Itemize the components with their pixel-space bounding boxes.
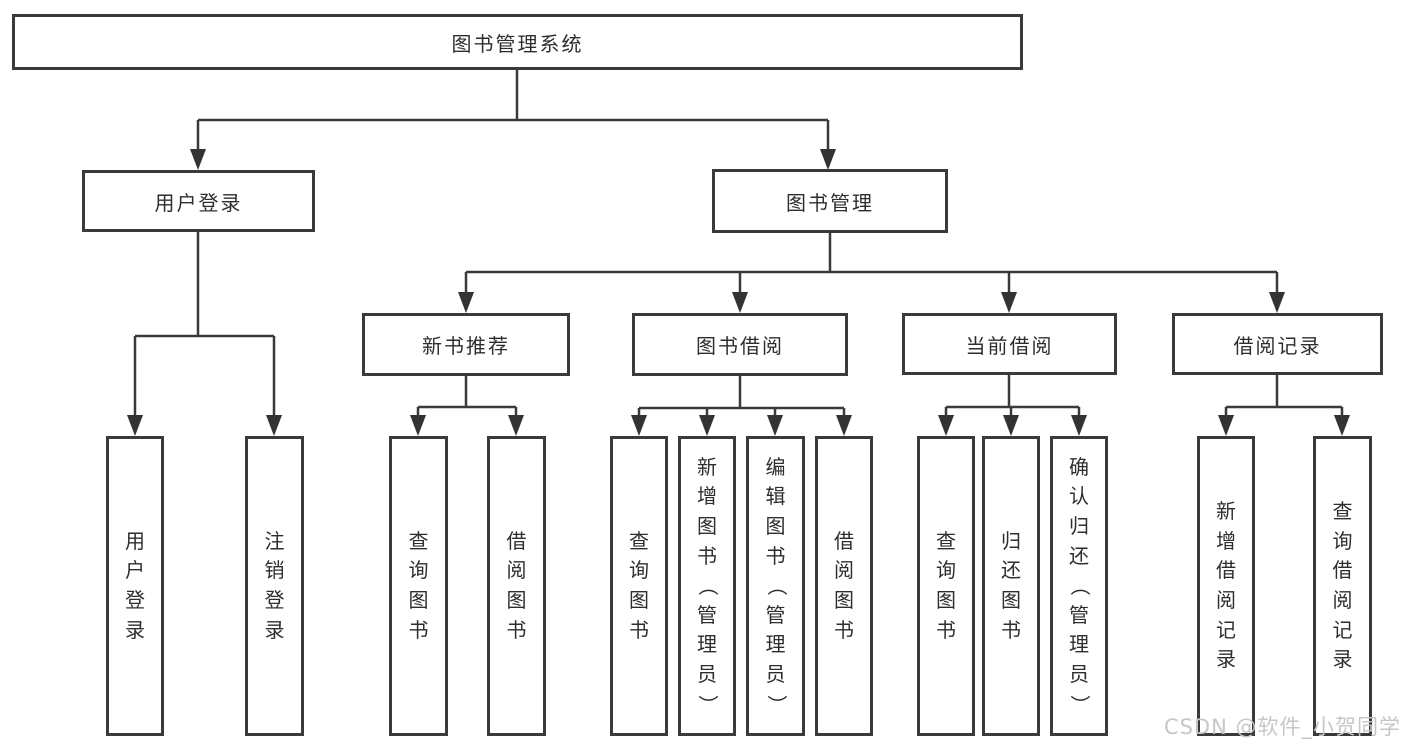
leaf-return-books: 归还图书 (982, 436, 1040, 736)
node-book-borrow: 图书借阅 (632, 313, 848, 376)
leaf-add-books-admin-label: 新增图书（管理员） (695, 454, 720, 715)
leaf-add-books-admin: 新增图书（管理员） (678, 436, 736, 736)
leaf-query-borrow-record: 查询借阅记录 (1313, 436, 1372, 736)
leaf-borrow-books-label: 借阅图书 (834, 528, 854, 642)
node-root-label: 图书管理系统 (451, 31, 584, 56)
leaf-logout: 注销登录 (245, 436, 304, 736)
node-borrow-records-label: 借阅记录 (1233, 333, 1322, 358)
node-user-login-label: 用户登录 (154, 190, 243, 215)
leaf-borrow-books-recommend-label: 借阅图书 (506, 528, 527, 642)
node-book-borrow-label: 图书借阅 (696, 334, 784, 358)
leaf-add-borrow-record-label: 新增借阅记录 (1216, 499, 1236, 672)
leaf-return-books-label: 归还图书 (1001, 528, 1021, 642)
leaf-query-books-current: 查询图书 (917, 436, 975, 736)
leaf-query-books-borrow: 查询图书 (610, 436, 668, 736)
leaf-add-borrow-record: 新增借阅记录 (1197, 436, 1255, 736)
node-user-login: 用户登录 (82, 170, 315, 232)
node-new-book-recommend: 新书推荐 (362, 313, 570, 376)
node-book-management: 图书管理 (712, 169, 948, 233)
leaf-query-books-recommend: 查询图书 (389, 436, 448, 736)
leaf-query-books-recommend-label: 查询图书 (408, 528, 429, 642)
node-borrow-records: 借阅记录 (1172, 313, 1383, 375)
node-current-borrow-label: 当前借阅 (965, 333, 1054, 358)
node-root: 图书管理系统 (12, 14, 1023, 70)
leaf-borrow-books: 借阅图书 (815, 436, 873, 736)
leaf-logout-label: 注销登录 (264, 528, 285, 642)
leaf-edit-books-admin: 编辑图书（管理员） (746, 436, 805, 736)
leaf-query-books-current-label: 查询图书 (936, 528, 956, 642)
leaf-query-borrow-record-label: 查询借阅记录 (1332, 499, 1353, 672)
node-new-book-recommend-label: 新书推荐 (422, 334, 510, 358)
leaf-edit-books-admin-label: 编辑图书（管理员） (764, 454, 789, 715)
leaf-user-login: 用户登录 (106, 436, 164, 736)
watermark: CSDN @软件_小贺同学 (1163, 715, 1401, 739)
leaf-user-login-label: 用户登录 (125, 528, 145, 642)
node-book-management-label: 图书管理 (786, 190, 874, 215)
leaf-borrow-books-recommend: 借阅图书 (487, 436, 546, 736)
leaf-confirm-return-admin: 确认归还（管理员） (1050, 436, 1108, 736)
leaf-confirm-return-admin-label: 确认归还（管理员） (1067, 454, 1092, 715)
leaf-query-books-borrow-label: 查询图书 (629, 528, 649, 642)
node-current-borrow: 当前借阅 (902, 313, 1117, 375)
